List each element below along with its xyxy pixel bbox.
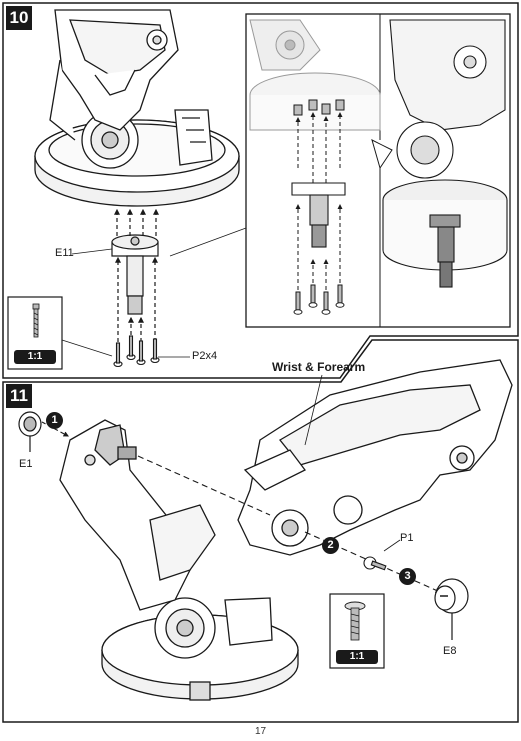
- screws-p2x4: [113, 335, 160, 368]
- step-10-panel: [2, 2, 519, 379]
- upper-arm: [49, 9, 179, 141]
- step-number-11: 11: [6, 384, 32, 408]
- part-e11: [111, 234, 159, 315]
- part-e1: [18, 411, 42, 452]
- label-p1: P1: [400, 532, 414, 544]
- assembly-arrows-10: [114, 208, 159, 342]
- label-e8: E8: [443, 645, 457, 657]
- forearm-assembly: [237, 359, 513, 556]
- base-turntable: [34, 109, 240, 207]
- lower-body: [59, 419, 299, 701]
- detail-inset-10: [245, 13, 511, 328]
- label-p2x4: P2x4: [192, 350, 218, 362]
- step-11-panel: [2, 339, 519, 723]
- part-e8: [434, 578, 469, 640]
- substep-1: 1: [46, 412, 63, 429]
- substep-2: 2: [322, 537, 339, 554]
- screw-p1: [363, 556, 387, 571]
- scale-label-11: 1:1: [336, 650, 378, 664]
- heading-wrist-forearm: Wrist & Forearm: [272, 360, 366, 374]
- substep-3: 3: [399, 568, 416, 585]
- scale-label-10: 1:1: [14, 350, 56, 364]
- step-number-10: 10: [6, 6, 32, 30]
- label-e1: E1: [19, 458, 33, 470]
- page-number: 17: [254, 726, 267, 737]
- label-e11: E11: [55, 247, 74, 259]
